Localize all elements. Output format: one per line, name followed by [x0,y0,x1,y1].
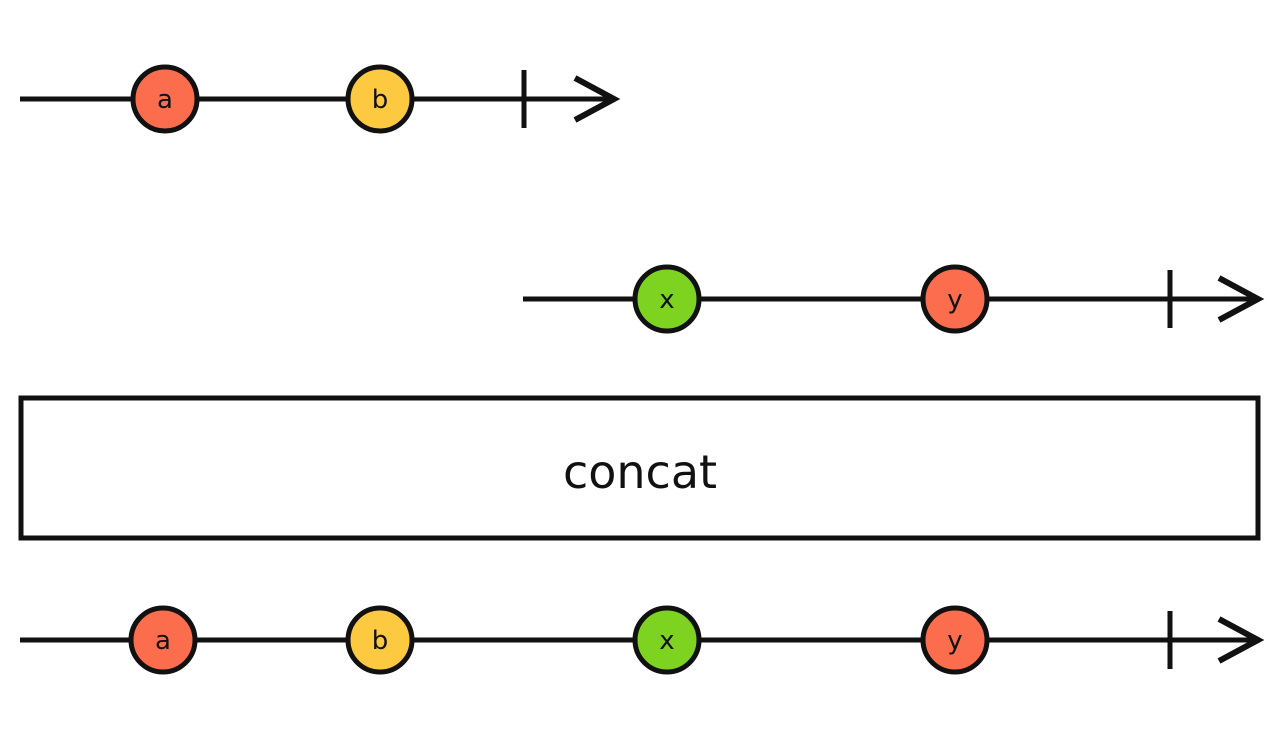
timeline-source-1: a b [20,64,621,134]
operator-label: concat [563,445,717,499]
marble-circle[interactable] [130,64,200,134]
marble-a[interactable]: a [130,64,200,134]
marble-b-output[interactable]: b [345,605,415,675]
operator-box[interactable]: concat [18,395,1261,541]
marble-label: y [947,626,962,656]
marble-x[interactable]: x [632,264,702,334]
arrow-head-icon [573,75,621,123]
marble-label: x [659,626,674,656]
marble-b[interactable]: b [345,64,415,134]
marble-circle[interactable] [345,64,415,134]
marble-a-output[interactable]: a [128,605,198,675]
marble-label: b [372,626,389,656]
marble-circle[interactable] [920,605,990,675]
marble-label: x [659,285,674,315]
marble-circle[interactable] [632,605,702,675]
timeline-output: a b x y [20,605,1265,675]
operator-box-rect[interactable] [18,395,1261,541]
marble-circle[interactable] [632,264,702,334]
marble-y[interactable]: y [920,264,990,334]
marble-x-output[interactable]: x [632,605,702,675]
marble-circle[interactable] [920,264,990,334]
marble-label: b [372,85,389,115]
timeline-source-2: x y [523,264,1265,334]
marble-y-output[interactable]: y [920,605,990,675]
marble-label: y [947,285,962,315]
arrow-head-icon [1217,616,1265,664]
arrow-head-icon [1217,275,1265,323]
marble-circle[interactable] [128,605,198,675]
marble-label: a [157,85,173,115]
marble-label: a [155,626,171,656]
marble-circle[interactable] [345,605,415,675]
